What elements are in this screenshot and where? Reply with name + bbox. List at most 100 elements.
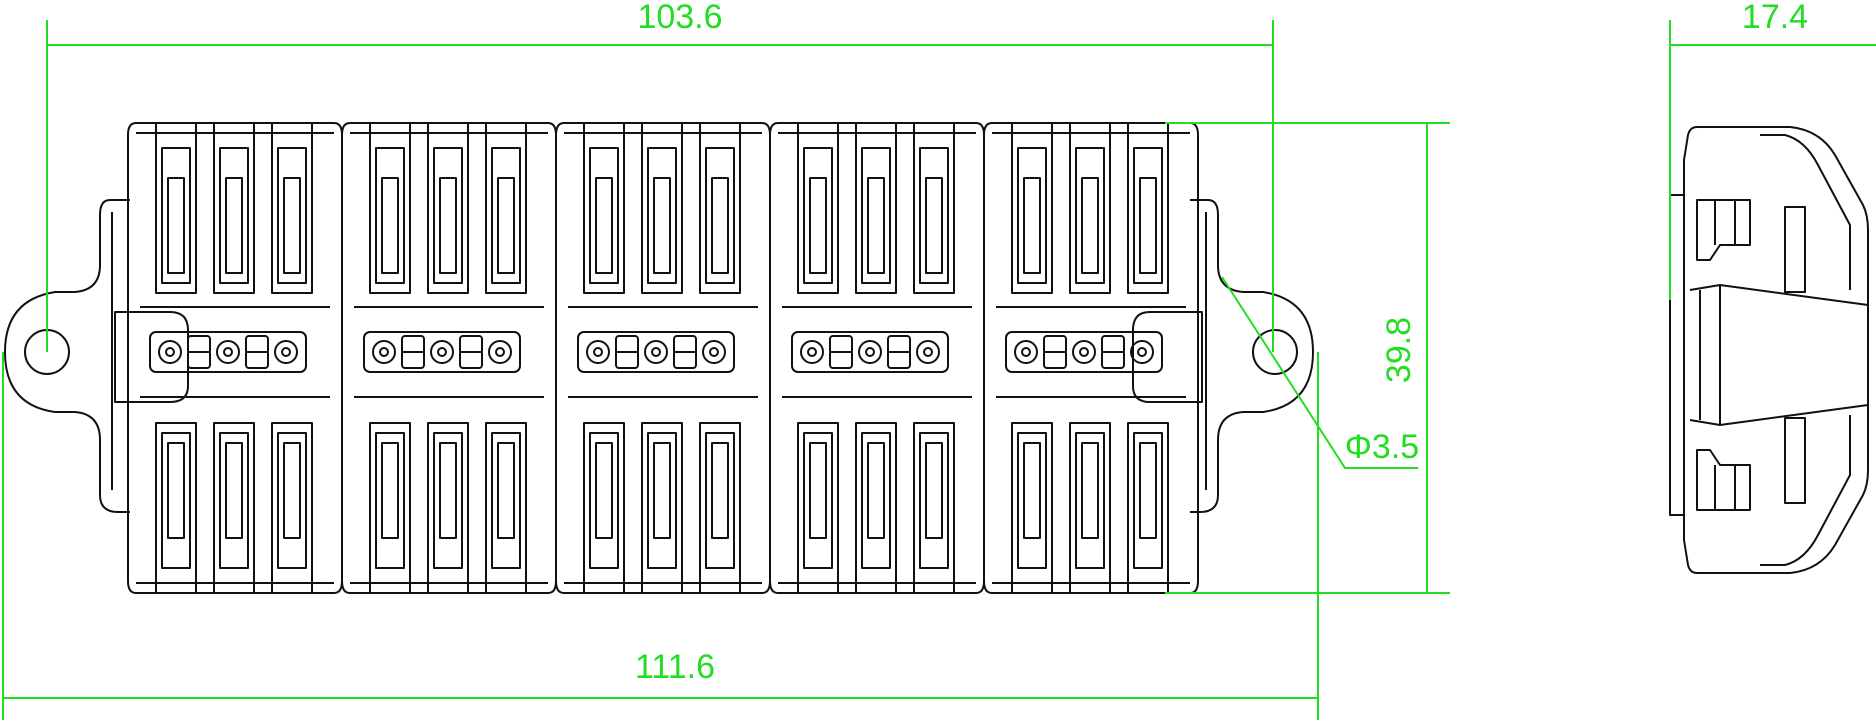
lever-latch [1011,422,1053,594]
lever-latch [427,422,469,594]
lever-latch [1011,122,1053,294]
lever-latch [213,122,255,294]
mounting-flange-outline [4,199,1314,513]
module-outline [341,122,557,594]
contact-strip [1005,331,1163,373]
module-center-band [568,306,758,398]
lever-latch [797,122,839,294]
contact-hole [1072,340,1096,364]
side-lower-window [1784,417,1806,504]
contact-pin [651,347,661,357]
lever-latch [1069,122,1111,294]
contact-strip [363,331,521,373]
right-end-block [1132,311,1203,403]
lever-latch [271,422,313,594]
contact-pin [1137,347,1147,357]
module-outline [127,122,343,594]
connector-module [555,122,771,594]
contact-hole [216,340,240,364]
dim-overall-width-label: 111.6 [635,648,715,686]
lever-latch [427,122,469,294]
dim-hole-leader [1221,276,1418,469]
contact-hole [586,340,610,364]
dim-overall-width-lines [2,352,1319,720]
contact-pin [865,347,875,357]
contact-hole [430,340,454,364]
contact-hole [800,340,824,364]
dim-top-width-label: 103.6 [637,0,722,36]
lever-latch [855,422,897,594]
lever-latch [271,122,313,294]
contact-pin [281,347,291,357]
side-upper-window [1784,206,1806,293]
dim-height-label: 39.8 [1380,317,1418,383]
lever-latch [369,122,411,294]
contact-hole [644,340,668,364]
flange-inner-outline [111,212,1207,490]
contact-hole [916,340,940,364]
contact-hole [702,340,726,364]
lever-latch [641,422,683,594]
side-body-outline [1683,126,1869,574]
contact-strip [791,331,949,373]
dim-top-width-lines [46,20,1274,352]
lever-latch [583,122,625,294]
side-lower-latch [1696,449,1751,511]
right-mounting-hole [1252,329,1298,375]
contact-pin [165,347,175,357]
contact-hole [858,340,882,364]
contact-hole [1014,340,1038,364]
connector-module [769,122,985,594]
front-view [4,122,1314,594]
module-center-band [140,306,330,398]
contact-pin [437,347,447,357]
module-inner-edge [136,132,334,584]
lever-latch [641,122,683,294]
contact-pin [807,347,817,357]
module-center-band [354,306,544,398]
lever-latch [1069,422,1111,594]
lever-latch [155,122,197,294]
side-cable-channel [1689,284,1869,426]
dim-hole-diameter-label: Φ3.5 [1345,428,1419,466]
contact-pin [379,347,389,357]
contact-hole [158,340,182,364]
lever-latch [485,422,527,594]
contact-hole [274,340,298,364]
module-outline [555,122,771,594]
contact-pin [223,347,233,357]
lever-latch [797,422,839,594]
connector-module [341,122,557,594]
lever-latch [1127,422,1169,594]
lever-latch [855,122,897,294]
lever-latch [699,122,741,294]
contact-strip [577,331,735,373]
lever-latch [913,122,955,294]
module-center-band [782,306,972,398]
contact-hole [372,340,396,364]
connector-modules [127,122,1199,594]
module-inner-edge [350,132,548,584]
dimension-lines [2,20,1876,720]
lever-latch [583,422,625,594]
module-inner-edge [778,132,976,584]
dim-side-depth-lines [1669,20,1876,300]
lever-latch [213,422,255,594]
left-end-block [114,311,189,403]
connector-module [127,122,343,594]
lever-latch [369,422,411,594]
lever-latch [699,422,741,594]
contact-pin [1079,347,1089,357]
side-inner-contour [1760,134,1851,566]
dim-side-depth-label: 17.4 [1742,0,1808,36]
module-inner-edge [992,132,1190,584]
contact-pin [593,347,603,357]
lever-latch [913,422,955,594]
contact-pin [709,347,719,357]
contact-hole [1130,340,1154,364]
lever-latch [155,422,197,594]
contact-strip [149,331,307,373]
connector-module [983,122,1199,594]
contact-pin [1021,347,1031,357]
